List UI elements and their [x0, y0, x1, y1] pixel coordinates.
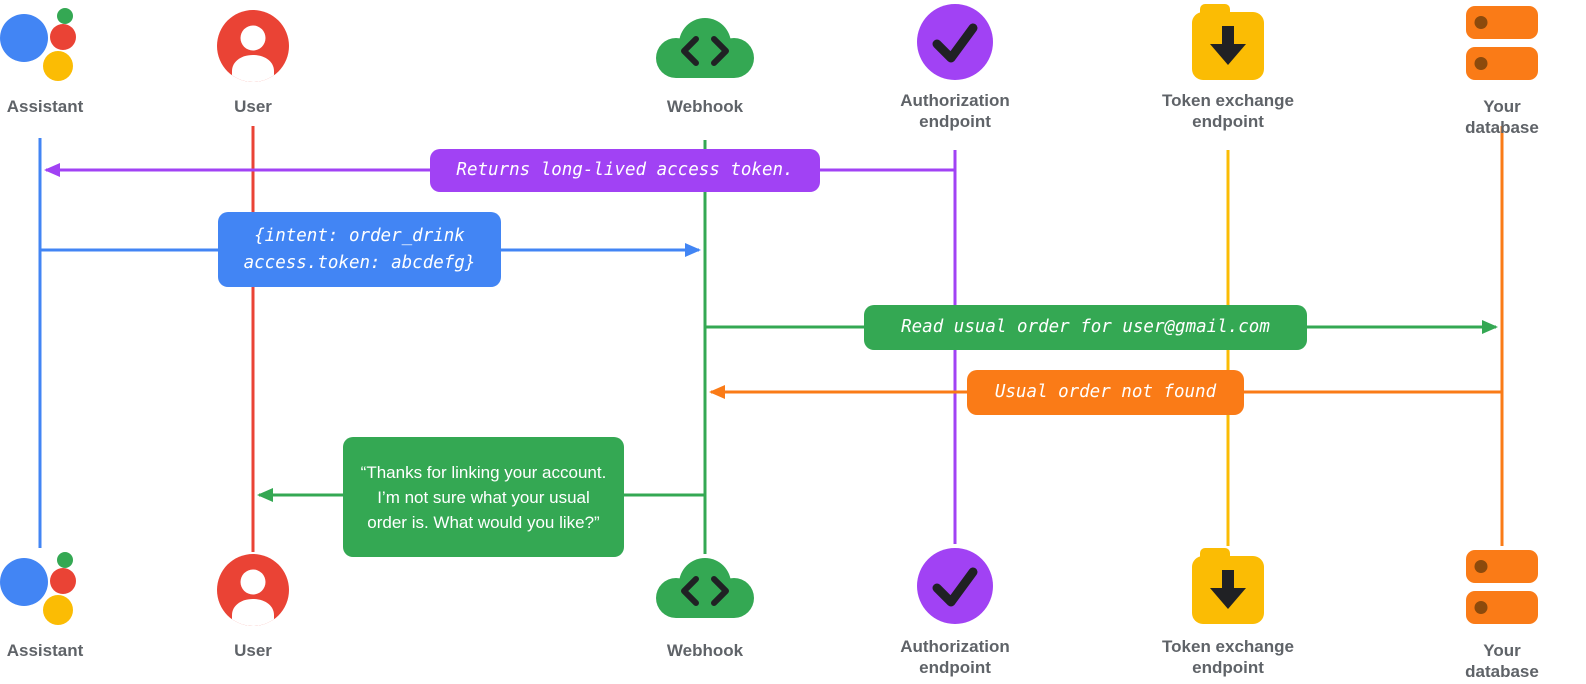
assistant-logo-icon [0, 4, 90, 95]
lane-label-user-top: User [234, 97, 272, 116]
lane-label-webhook-top: Webhook [666, 97, 744, 116]
message-returns-token: Returns long-lived access token. [430, 149, 820, 192]
lane-label-token-exchange-bottom: Token exchange endpoint [1162, 637, 1294, 677]
lane-label-webhook-bottom: Webhook [666, 641, 744, 660]
webhook-cloud-icon [650, 12, 760, 99]
lane-label-authorization-top: Authorization endpoint [900, 91, 1010, 131]
lane-label-database-bottom: Your database [1465, 641, 1539, 681]
message-speech-response: “Thanks for linking your account. I’m no… [343, 437, 624, 557]
lane-label-authorization-bottom: Authorization endpoint [900, 637, 1010, 677]
database-icon [1466, 4, 1538, 89]
webhook-cloud-icon [650, 552, 760, 639]
token-exchange-icon [1190, 4, 1266, 89]
message-intent-order-drink: {intent: order_drink access.token: abcde… [218, 212, 501, 287]
lane-label-token-exchange-top: Token exchange endpoint [1162, 91, 1294, 131]
lane-label-user-bottom: User [234, 641, 272, 660]
token-exchange-icon [1190, 548, 1266, 633]
message-usual-order-not-found: Usual order not found [967, 370, 1244, 415]
user-icon [217, 554, 289, 631]
assistant-logo-icon [0, 548, 90, 639]
database-icon [1466, 548, 1538, 633]
lane-label-assistant-top: Assistant [6, 97, 84, 116]
authorization-check-icon [915, 546, 995, 631]
lane-label-assistant-bottom: Assistant [6, 641, 84, 660]
authorization-check-icon [915, 2, 995, 87]
lane-label-database-top: Your database [1465, 97, 1539, 137]
message-read-usual-order: Read usual order for user@gmail.com [864, 305, 1307, 350]
user-icon [217, 10, 289, 87]
